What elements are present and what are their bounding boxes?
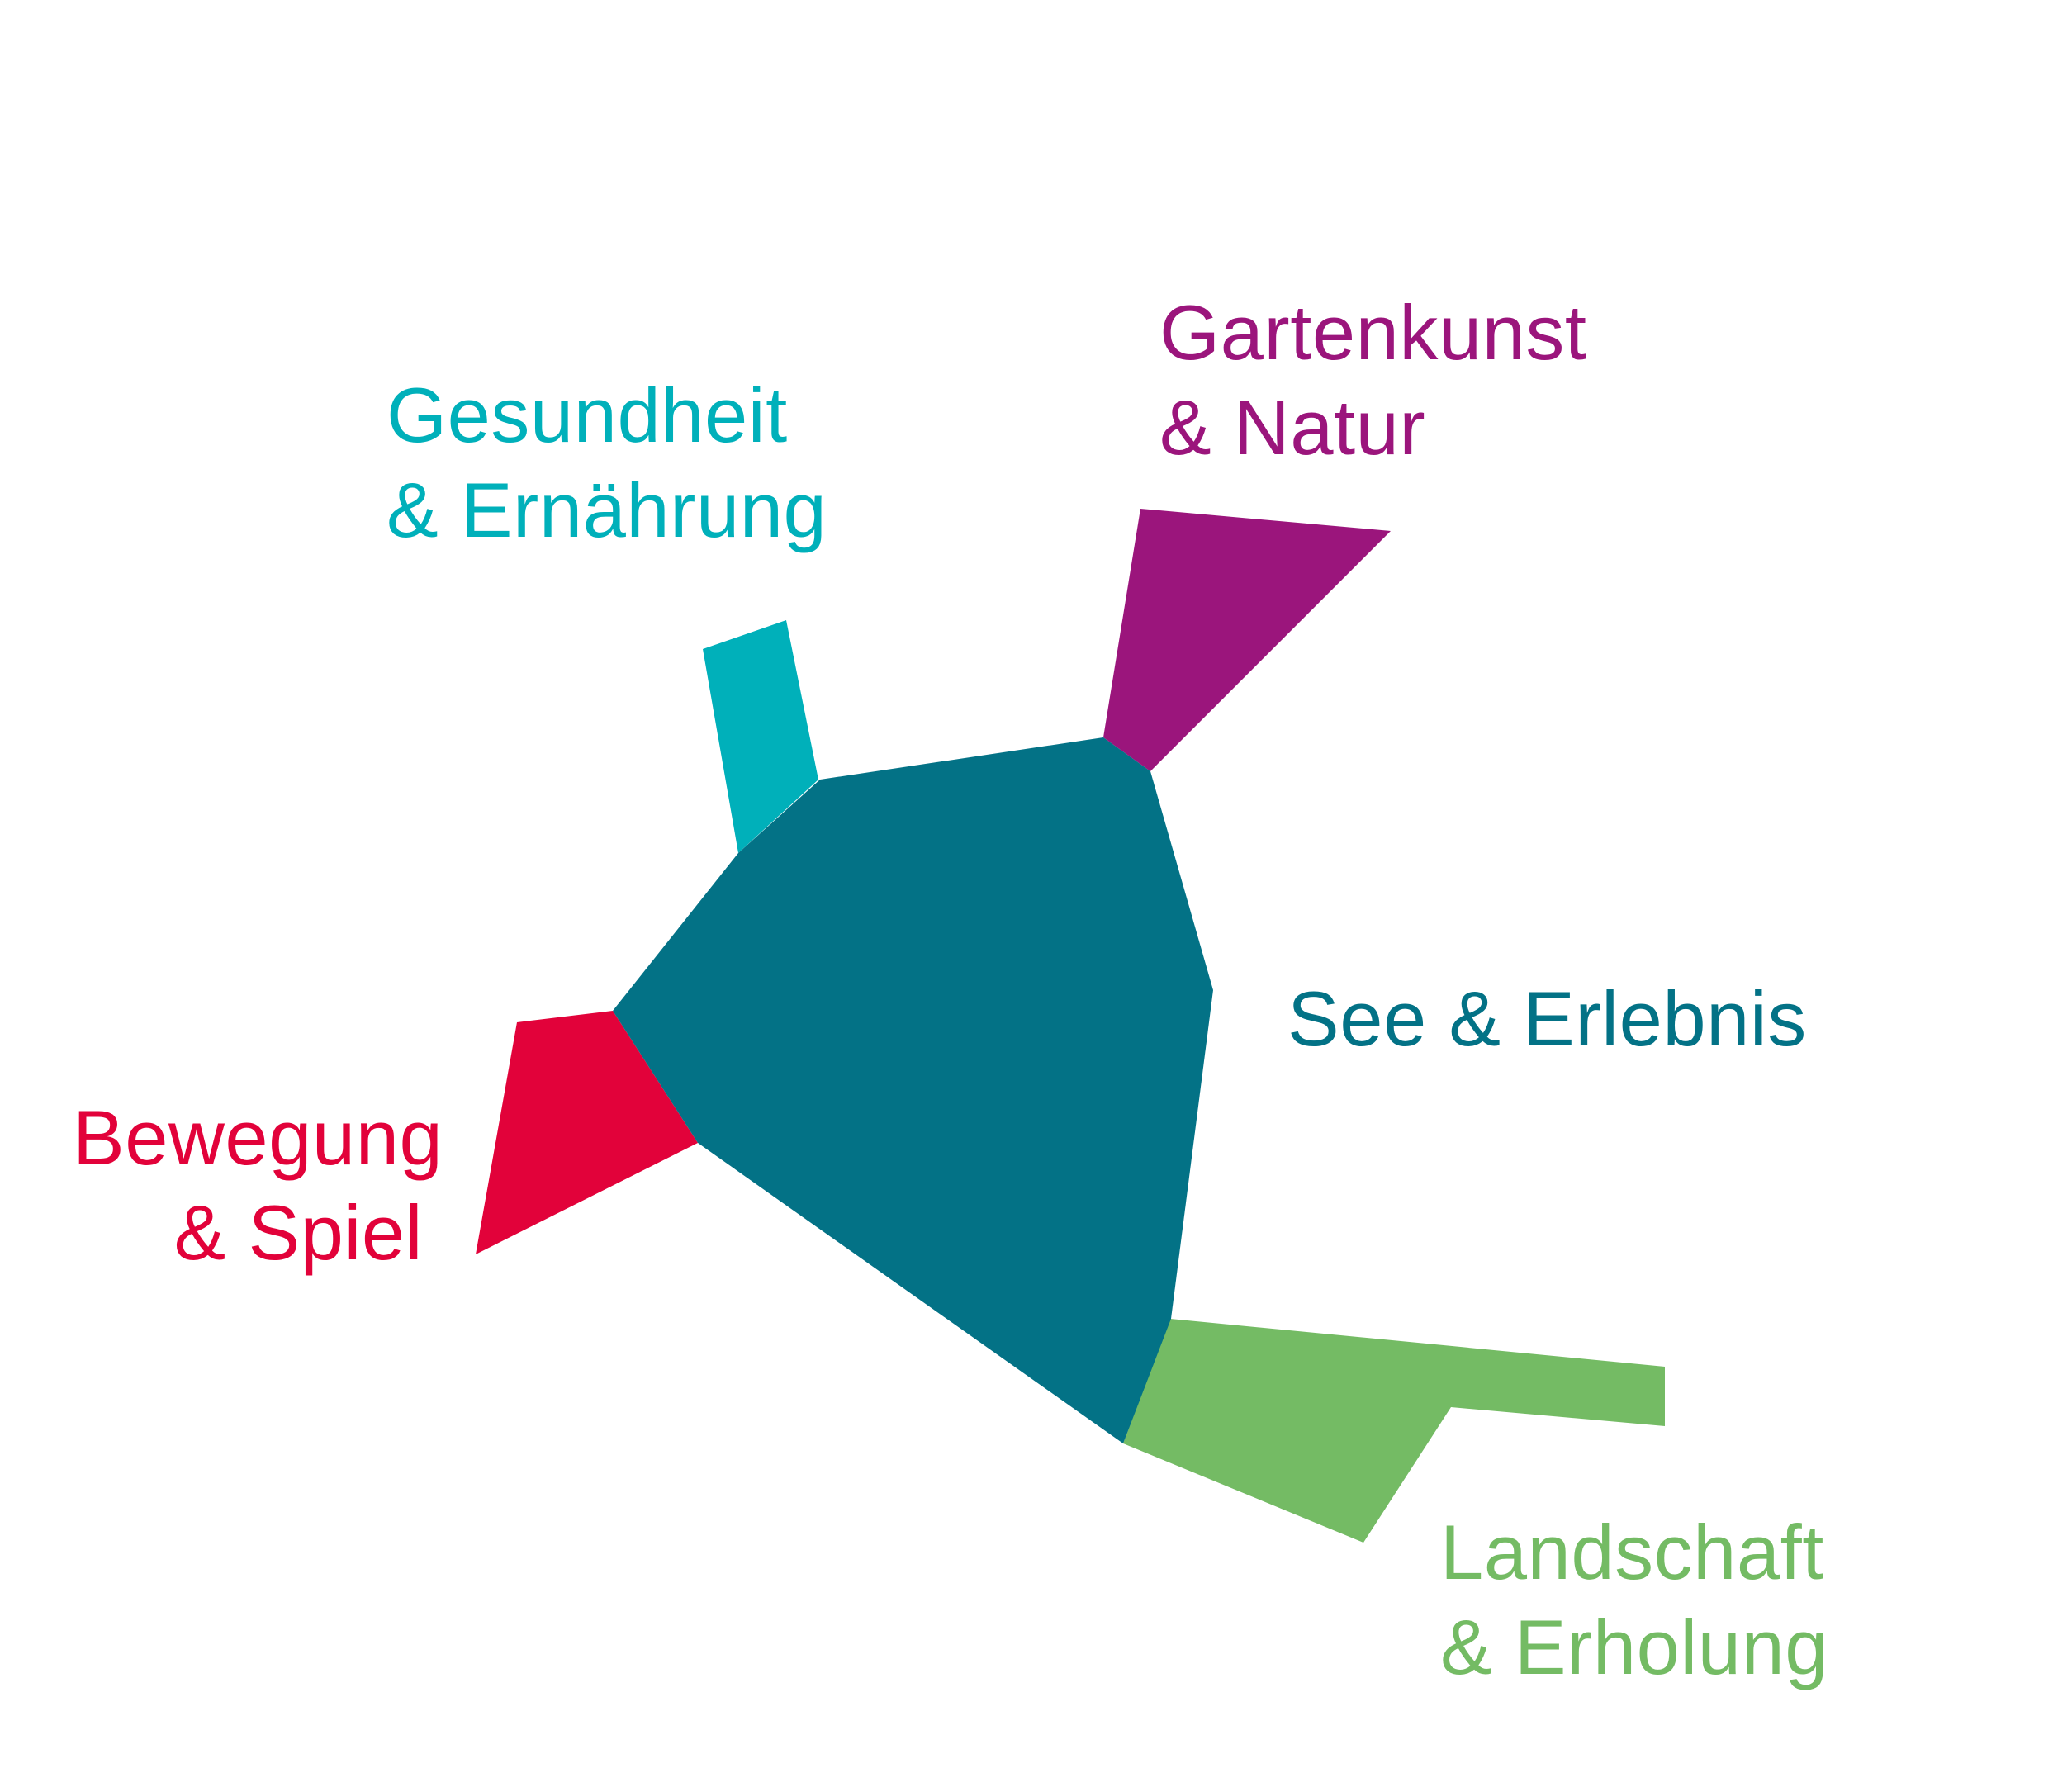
label-gartenkunst-line1: Gartenkunst	[1159, 289, 1587, 376]
label-gartenkunst-line2: & Natur	[1159, 384, 1426, 471]
label-gesundheit-line1: Gesundheit	[386, 372, 788, 458]
label-bewegung-line2: & Spiel	[173, 1189, 423, 1276]
label-bewegung-line1: Bewegung	[73, 1094, 443, 1181]
label-landschaft-erholung: Landschaft & Erholung	[1440, 1505, 1828, 1695]
label-see-line1: See & Erlebnis	[1287, 975, 1807, 1062]
label-bewegung-spiel: Bewegung & Spiel	[73, 1090, 443, 1280]
see-region	[613, 737, 1213, 1443]
label-gesundheit-ernaehrung: Gesundheit & Ernährung	[386, 367, 827, 557]
label-gartenkunst-natur: Gartenkunst & Natur	[1159, 285, 1587, 475]
gesundheit-region	[703, 620, 818, 853]
label-landschaft-line2: & Erholung	[1440, 1604, 1829, 1690]
landschaft-region	[1123, 1319, 1665, 1543]
gartenkunst-region	[1103, 509, 1391, 771]
label-gesundheit-line2: & Ernährung	[386, 467, 827, 553]
bewegung-region	[476, 1011, 698, 1254]
label-landschaft-line1: Landschaft	[1440, 1509, 1824, 1595]
label-see-erlebnis: See & Erlebnis	[1287, 971, 1807, 1066]
